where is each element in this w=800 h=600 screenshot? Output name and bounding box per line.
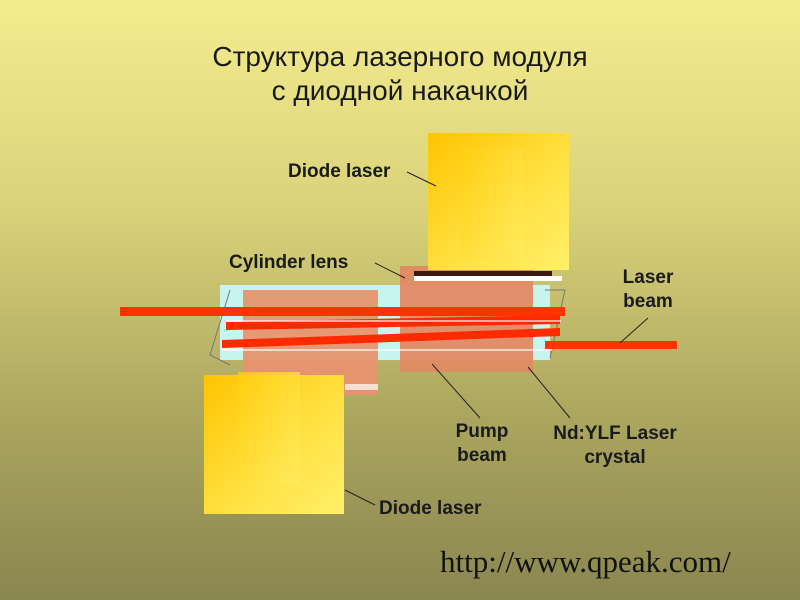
slide-title: Структура лазерного модуля с диодной нак… (0, 40, 800, 108)
leader-pump-beam (431, 363, 481, 419)
beam-white-edge-2 (222, 349, 552, 351)
laser-beam-zigzag-1 (226, 315, 560, 330)
laser-beam-zigzag-2 (222, 328, 560, 348)
title-line-1: Структура лазерного модуля (212, 41, 588, 72)
leader-diode-bottom (344, 489, 376, 506)
laser-beam-output (545, 341, 677, 349)
label-laser-beam: Laser beam (612, 266, 684, 314)
cylinder-lens-light (414, 276, 562, 281)
label-pump-beam-line1: Pump (455, 421, 509, 442)
diode-laser-bottom-inner (238, 372, 300, 485)
label-crystal: Nd:YLF Laser crystal (535, 422, 695, 470)
beam-white-edge-1 (226, 320, 561, 322)
label-diode-laser-bottom: Diode laser (379, 498, 482, 519)
label-pump-beam-line2: beam (457, 445, 507, 466)
label-crystal-line2: crystal (584, 447, 646, 468)
label-pump-beam: Pump beam (446, 420, 518, 468)
pump-strip-bottom (345, 384, 378, 390)
diode-laser-top-inner (461, 148, 523, 260)
leader-cylinder-lens (374, 262, 406, 279)
label-cylinder-lens: Cylinder lens (229, 252, 349, 273)
label-laser-beam-line2: beam (623, 291, 673, 312)
leader-crystal (527, 366, 571, 419)
label-crystal-line1: Nd:YLF Laser (553, 423, 677, 444)
cylinder-lens-dark (414, 271, 552, 276)
laser-beam-input (120, 307, 565, 316)
leader-diode-top (406, 171, 437, 187)
label-laser-beam-line1: Laser (622, 267, 674, 288)
source-url: http://www.qpeak.com/ (440, 544, 731, 579)
title-line-2: с диодной накачкой (271, 75, 529, 106)
label-diode-laser-top: Diode laser (288, 161, 391, 182)
leader-laser-beam (619, 317, 649, 344)
